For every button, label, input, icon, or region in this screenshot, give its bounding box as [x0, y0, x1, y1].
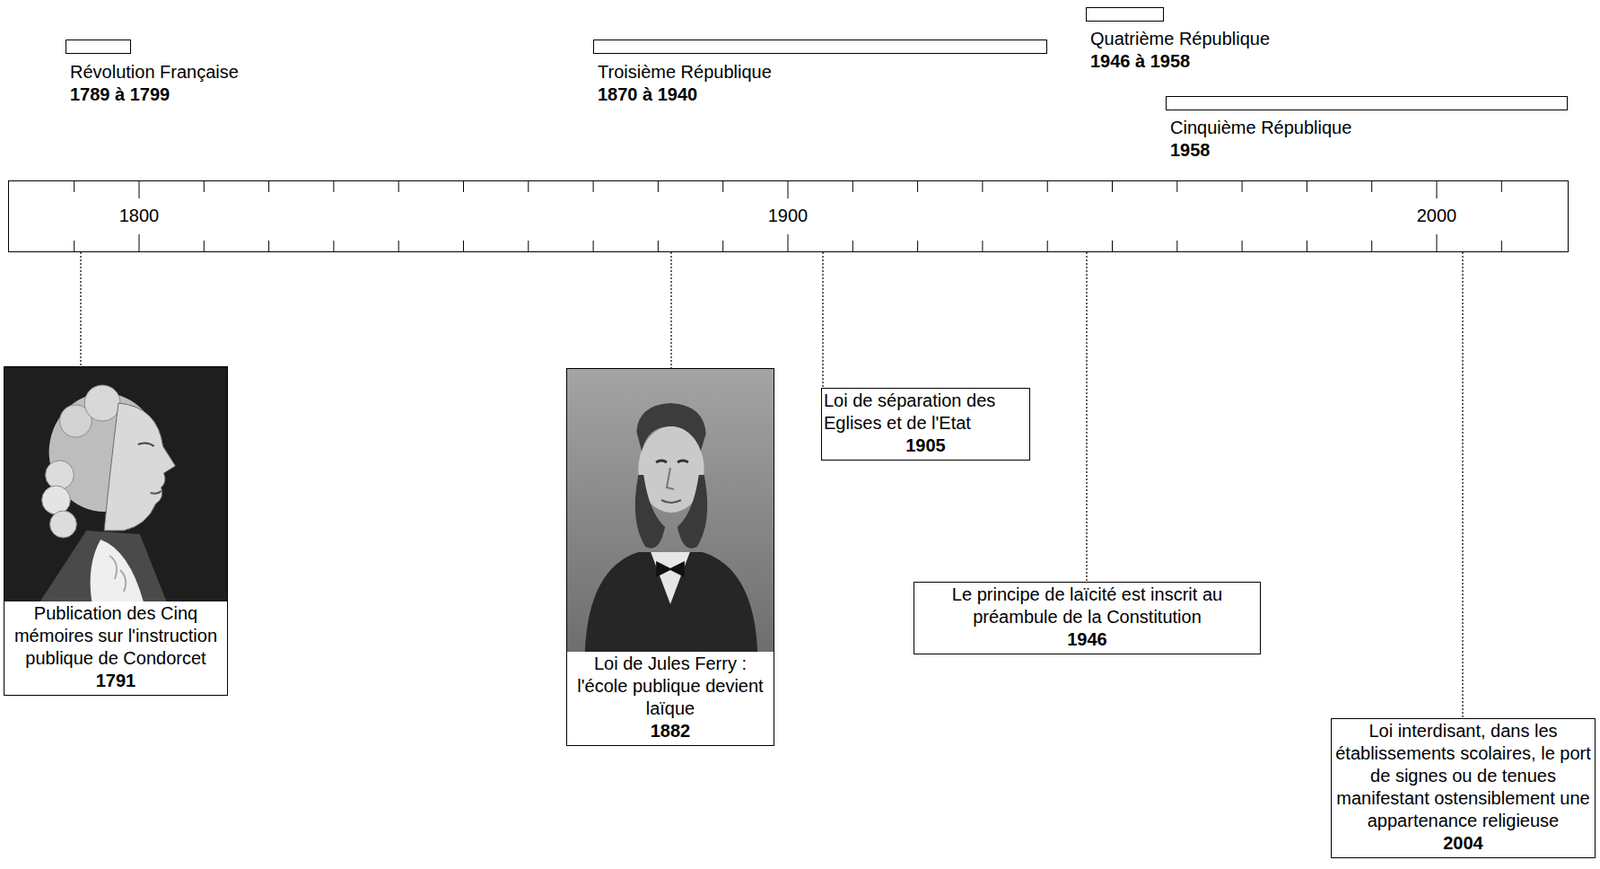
tick-mark — [1176, 180, 1178, 193]
tick-mark — [268, 180, 270, 193]
timeline-axis: 1800 1900 2000 — [8, 180, 1569, 253]
period-label: Quatrième République1946 à 1958 — [1090, 27, 1270, 73]
period-dates: 1789 à 1799 — [69, 83, 239, 106]
event-description: Publication des Cinq mémoires sur l'inst… — [8, 602, 224, 670]
event-date: 2004 — [1335, 831, 1592, 855]
year-label-holder: 1800 — [119, 204, 160, 228]
tick-mark — [657, 180, 659, 193]
event-description: Le principe de laïcité est inscrit au pr… — [918, 583, 1257, 629]
event-text: Loi de Jules Ferry : l'école publique de… — [567, 651, 774, 745]
tick-mark — [1371, 240, 1373, 253]
tick-mark — [722, 240, 724, 253]
tick-mark — [787, 234, 789, 253]
tick-mark — [787, 180, 789, 199]
period-dates: 1870 à 1940 — [597, 83, 772, 106]
period-label: Cinquième République1958 — [1170, 116, 1352, 162]
tick-mark — [1306, 240, 1308, 253]
event-text: Publication des Cinq mémoires sur l'inst… — [4, 601, 228, 695]
event-description: Loi de Jules Ferry : l'école publique de… — [574, 652, 767, 720]
tick-mark — [1501, 240, 1503, 253]
portrait-condorcet — [4, 367, 228, 602]
leader-line — [79, 252, 81, 367]
period-bar: Quatrième République1946 à 1958 — [1085, 7, 1164, 22]
leader-line — [821, 252, 823, 388]
tick-mark — [1436, 180, 1438, 199]
tick-mark — [981, 180, 983, 193]
tick-mark — [593, 180, 595, 193]
event-box: Loi de Jules Ferry : l'école publique de… — [566, 367, 775, 746]
period-bar: Révolution Française1789 à 1799 — [65, 39, 132, 54]
tick-mark — [852, 180, 854, 193]
year-label-holder: 1900 — [768, 204, 809, 228]
period-name: Quatrième République — [1090, 27, 1270, 51]
event-box: Publication des Cinq mémoires sur l'inst… — [3, 366, 228, 696]
period-label: Troisième République1870 à 1940 — [597, 61, 772, 106]
leader-line — [1085, 252, 1087, 582]
tick-mark — [1047, 240, 1049, 253]
tick-mark — [1176, 240, 1178, 253]
period-label: Révolution Française1789 à 1799 — [69, 61, 239, 106]
year-label: 2000 — [1416, 204, 1458, 228]
event-text: Le principe de laïcité est inscrit au pr… — [914, 582, 1260, 654]
tick-mark — [1241, 180, 1243, 193]
portrait-ferry — [567, 368, 774, 652]
period-dates: 1958 — [1170, 139, 1352, 162]
tick-mark — [73, 180, 75, 193]
tick-mark — [1501, 180, 1503, 193]
tick-mark — [268, 240, 270, 253]
period-name: Cinquième République — [1170, 116, 1352, 140]
period-dates: 1946 à 1958 — [1090, 50, 1270, 73]
year-label-holder: 2000 — [1416, 204, 1458, 228]
tick-mark — [1241, 240, 1243, 253]
tick-mark — [917, 240, 919, 253]
event-date: 1946 — [918, 628, 1257, 651]
tick-mark — [527, 240, 529, 253]
tick-mark — [463, 180, 464, 193]
tick-mark — [332, 180, 334, 193]
tick-mark — [981, 240, 983, 253]
event-text: Loi interdisant, dans les établissements… — [1331, 718, 1595, 857]
event-text: Loi de séparation des Eglises et de l'Et… — [821, 388, 1030, 460]
period-bar: Cinquième République1958 — [1165, 96, 1568, 111]
tick-mark — [852, 240, 854, 253]
tick-mark — [139, 180, 140, 199]
event-description: Loi de séparation des Eglises et de l'Et… — [823, 389, 1028, 435]
tick-mark — [203, 180, 205, 193]
leader-line — [670, 252, 672, 368]
tick-mark — [139, 234, 140, 253]
period-name: Troisième République — [597, 61, 772, 84]
tick-mark — [73, 240, 75, 253]
tick-mark — [1111, 180, 1113, 193]
tick-mark — [203, 240, 205, 253]
period-name: Révolution Française — [69, 61, 239, 84]
tick-mark — [1436, 234, 1438, 253]
tick-mark — [1371, 180, 1373, 193]
leader-line — [1461, 252, 1463, 718]
event-box: Le principe de laïcité est inscrit au pr… — [913, 581, 1261, 655]
event-date: 1905 — [823, 434, 1028, 457]
event-box: Loi de séparation des Eglises et de l'Et… — [821, 387, 1031, 461]
event-box: Loi interdisant, dans les établissements… — [1330, 717, 1596, 858]
tick-mark — [917, 180, 919, 193]
year-label: 1800 — [119, 204, 160, 228]
tick-mark — [722, 180, 724, 193]
period-bar: Troisième République1870 à 1940 — [593, 39, 1048, 54]
year-label: 1900 — [768, 204, 809, 228]
tick-mark — [332, 240, 334, 253]
tick-mark — [593, 240, 595, 253]
tick-mark — [1306, 180, 1308, 193]
tick-mark — [657, 240, 659, 253]
tick-mark — [463, 240, 464, 253]
tick-mark — [1111, 240, 1113, 253]
tick-mark — [398, 180, 400, 193]
event-date: 1791 — [8, 669, 224, 692]
tick-mark — [527, 180, 529, 193]
event-date: 1882 — [574, 719, 767, 743]
tick-mark — [398, 240, 400, 253]
tick-mark — [1047, 180, 1049, 193]
event-description: Loi interdisant, dans les établissements… — [1335, 719, 1592, 832]
